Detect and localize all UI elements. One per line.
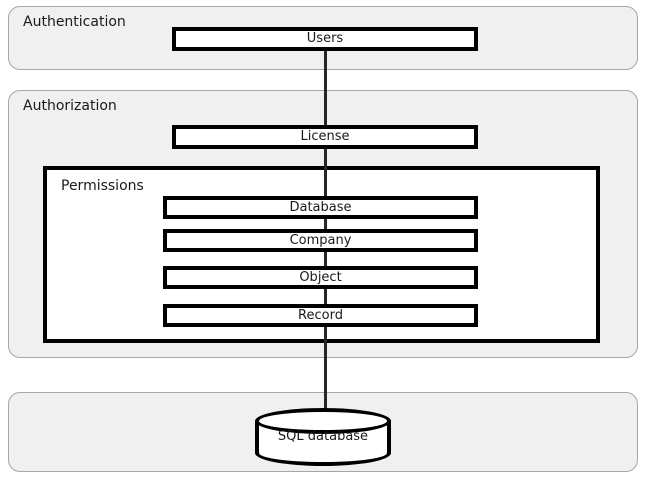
- node-company[interactable]: Company: [163, 229, 478, 252]
- group-authorization-label: Authorization: [23, 98, 117, 114]
- node-object[interactable]: Object: [163, 266, 478, 289]
- node-users[interactable]: Users: [172, 27, 478, 51]
- node-company-label: Company: [289, 232, 352, 248]
- datastore-sql-database-label: SQL database: [277, 429, 369, 444]
- cylinder-top-ellipse-icon: [255, 408, 391, 434]
- node-license-label: License: [300, 129, 350, 144]
- datastore-sql-database[interactable]: SQL database: [255, 408, 391, 466]
- node-database-label: Database: [289, 199, 352, 215]
- container-permissions-label: Permissions: [61, 178, 144, 194]
- node-license[interactable]: License: [172, 125, 478, 149]
- group-authentication-label: Authentication: [23, 14, 126, 30]
- node-object-label: Object: [299, 269, 342, 285]
- node-record-label: Record: [298, 307, 343, 323]
- node-record[interactable]: Record: [163, 304, 478, 327]
- node-database[interactable]: Database: [163, 196, 478, 219]
- node-users-label: Users: [306, 31, 344, 46]
